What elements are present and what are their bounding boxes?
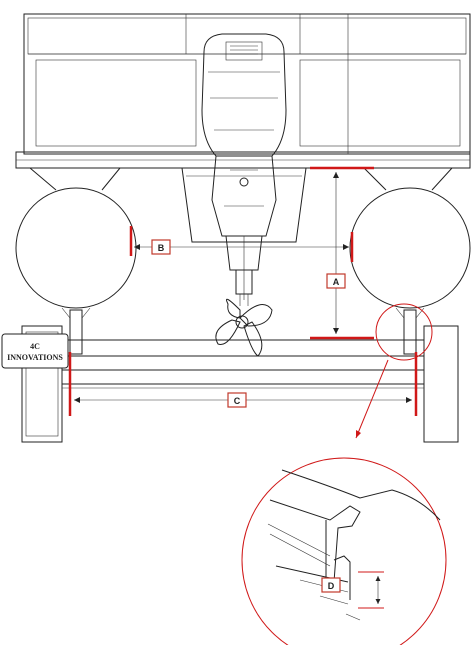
dimension-c-label: C [234, 396, 241, 406]
dimension-c: C [68, 352, 418, 416]
deck-floor [15, 151, 471, 169]
propeller [215, 298, 273, 357]
transom-bracket [181, 167, 307, 243]
dimension-d-label: D [328, 581, 335, 591]
deck-railing [23, 13, 471, 155]
outboard-motor [201, 33, 287, 306]
dimension-a-label: A [333, 277, 340, 287]
dimension-b: B [129, 226, 354, 262]
logo-line-1: 4C [30, 342, 40, 351]
pontoon-tube-right [349, 167, 471, 355]
pontoon-tube-left [15, 167, 137, 355]
dimension-a: A [310, 166, 374, 340]
dimension-b-label: B [158, 243, 165, 253]
logo-plate: 4C INNOVATIONS [1, 333, 69, 369]
detail-view: D [241, 457, 447, 645]
detail-callout [355, 303, 433, 439]
lift-frame [21, 325, 459, 443]
logo-line-2: INNOVATIONS [7, 353, 63, 362]
